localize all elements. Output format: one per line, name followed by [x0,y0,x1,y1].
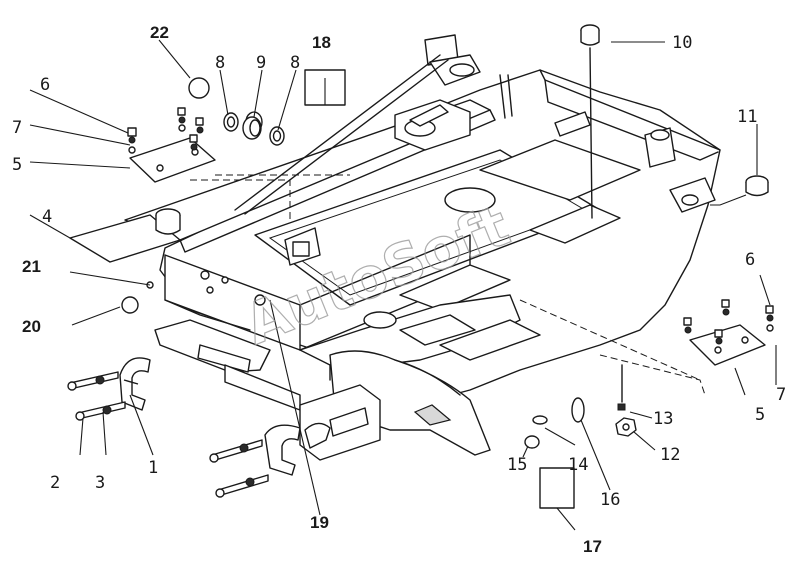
lower-bracket-left [154,319,301,411]
callout-8-right: 8 [290,53,300,73]
callout-2: 2 [50,473,60,493]
cap-22 [188,77,210,99]
callout-19: 19 [310,513,329,532]
callout-1: 1 [148,458,158,478]
clamp-upper [119,357,151,411]
callout-11: 11 [737,107,757,127]
cap-20 [121,296,139,314]
callout-15: 15 [507,455,527,475]
callout-16: 16 [600,490,620,510]
callout-17: 17 [583,537,602,556]
mount-plate-right [683,299,774,366]
callout-7-left: 7 [12,118,22,138]
callout-12: 12 [660,445,680,465]
callout-20: 20 [22,317,41,336]
mount-plate-left [127,107,216,183]
callout-14: 14 [568,455,588,475]
bolt-group-left [67,371,126,421]
plug-15 [524,435,540,449]
plug-14 [532,415,548,425]
callout-5-left: 5 [12,155,22,175]
callout-7-right: 7 [776,385,786,405]
callout-3: 3 [95,473,105,493]
callout-labels: 1 2 3 4 5 5 6 6 7 7 8 8 9 10 11 12 13 14… [12,23,786,556]
clamp-lower [264,422,331,476]
callout-6-left: 6 [40,75,50,95]
lower-bracket-right [299,384,381,461]
callout-13: 13 [653,409,673,429]
nut-12 [615,417,637,437]
callout-22: 22 [150,23,169,42]
main-frame [69,34,721,456]
callout-8-left: 8 [215,53,225,73]
washer-13 [617,364,626,411]
plug-16 [571,397,585,423]
callout-10: 10 [672,33,692,53]
rubber-mount-10 [580,24,600,219]
callout-21: 21 [22,257,41,276]
bushing-set [223,111,285,146]
pad-17 [539,467,575,509]
leader-lines [29,39,777,531]
rubber-mount-11 [710,175,769,206]
callout-6-right: 6 [745,250,755,270]
callout-5-right: 5 [755,405,765,425]
callout-4: 4 [42,207,52,227]
bolt-group-right [209,439,269,498]
callout-18: 18 [312,33,331,52]
callout-9: 9 [256,53,266,73]
